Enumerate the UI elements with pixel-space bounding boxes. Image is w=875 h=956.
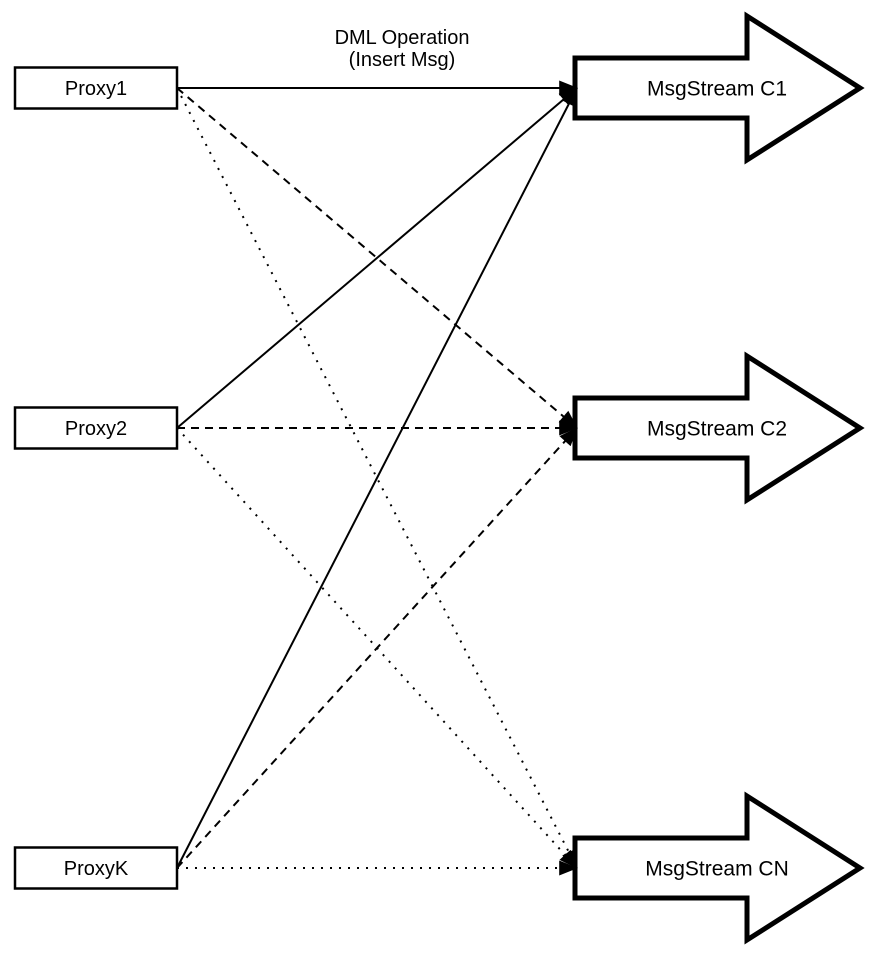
- proxy-label-1: Proxy1: [65, 78, 127, 100]
- proxy-box: [13, 406, 179, 450]
- proxy-label-k: ProxyK: [64, 858, 129, 880]
- proxy-node-2: Proxy2: [13, 406, 179, 450]
- stream-cn: MsgStream CN: [572, 791, 865, 945]
- connection-proxy1-c2: [176, 87, 578, 429]
- proxy-node-k: ProxyK: [13, 846, 179, 890]
- proxy-box: [13, 66, 179, 110]
- stream-label-cn: MsgStream CN: [645, 857, 789, 880]
- proxy-box: [13, 846, 179, 890]
- block-arrow-icon: [572, 791, 865, 945]
- title-line-2: (Insert Msg): [349, 49, 456, 71]
- stream-c1: MsgStream C1: [572, 11, 865, 165]
- proxy-label-2: Proxy2: [65, 418, 127, 440]
- proxy-node-1: Proxy1: [13, 66, 179, 110]
- block-arrow-icon: [572, 11, 865, 165]
- title-line-1: DML Operation: [335, 27, 470, 49]
- block-arrow-icon: [572, 351, 865, 505]
- connection-proxyk-c1: [176, 87, 578, 869]
- connection-proxyk-c2: [176, 427, 578, 869]
- diagram-title: DML Operation (Insert Msg): [335, 27, 470, 71]
- connections: [176, 80, 578, 876]
- connection-proxy1-cn: [176, 87, 578, 869]
- stream-label-c2: MsgStream C2: [647, 417, 787, 440]
- stream-c2: MsgStream C2: [572, 351, 865, 505]
- connection-proxy2-c1: [176, 87, 578, 429]
- stream-label-c1: MsgStream C1: [647, 77, 787, 100]
